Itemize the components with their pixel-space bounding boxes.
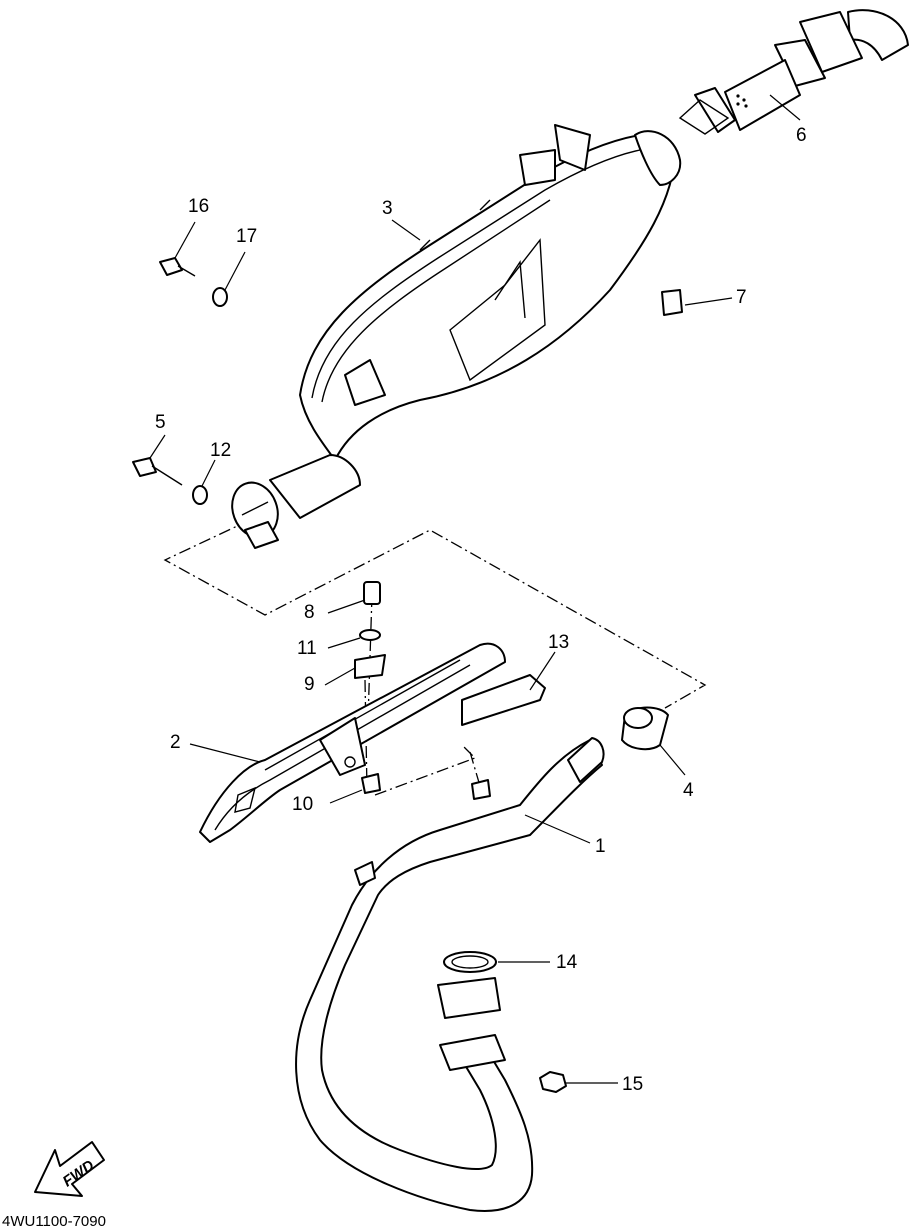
diagram-reference-code: 4WU1100-7090 <box>2 1213 106 1229</box>
callout-8: 8 <box>304 602 315 623</box>
fwd-arrow-icon: FWD <box>34 1141 105 1197</box>
callout-5: 5 <box>155 412 166 433</box>
callout-4: 4 <box>683 780 694 801</box>
callout-2: 2 <box>170 732 181 753</box>
pipe-gasket-part <box>621 706 669 751</box>
protector-part <box>199 642 506 843</box>
callout-9: 9 <box>304 674 315 695</box>
callout-3: 3 <box>382 198 393 219</box>
callout-10: 10 <box>292 794 313 815</box>
assembly-dashed-outline <box>163 519 707 796</box>
callout-1: 1 <box>595 836 606 857</box>
callout-15: 15 <box>622 1074 643 1095</box>
leader-lines <box>149 94 801 1084</box>
exhaust-pipe-part <box>295 737 605 1212</box>
callout-16: 16 <box>188 196 209 217</box>
fasteners <box>132 257 683 800</box>
flange-nut-part <box>539 1071 567 1093</box>
callout-11: 11 <box>297 638 317 659</box>
muffler-part <box>231 124 682 549</box>
callout-6: 6 <box>796 125 807 146</box>
manifold-gasket-part <box>443 951 497 973</box>
callout-13: 13 <box>548 632 569 653</box>
callout-17: 17 <box>236 226 257 247</box>
label-part <box>461 674 546 726</box>
tail-pipe-part <box>678 9 909 135</box>
callout-12: 12 <box>210 440 231 461</box>
callout-7: 7 <box>736 287 747 308</box>
callout-labels: 1 2 3 4 5 6 7 8 9 10 11 12 13 14 15 16 1… <box>155 125 807 1095</box>
callout-14: 14 <box>556 952 578 973</box>
